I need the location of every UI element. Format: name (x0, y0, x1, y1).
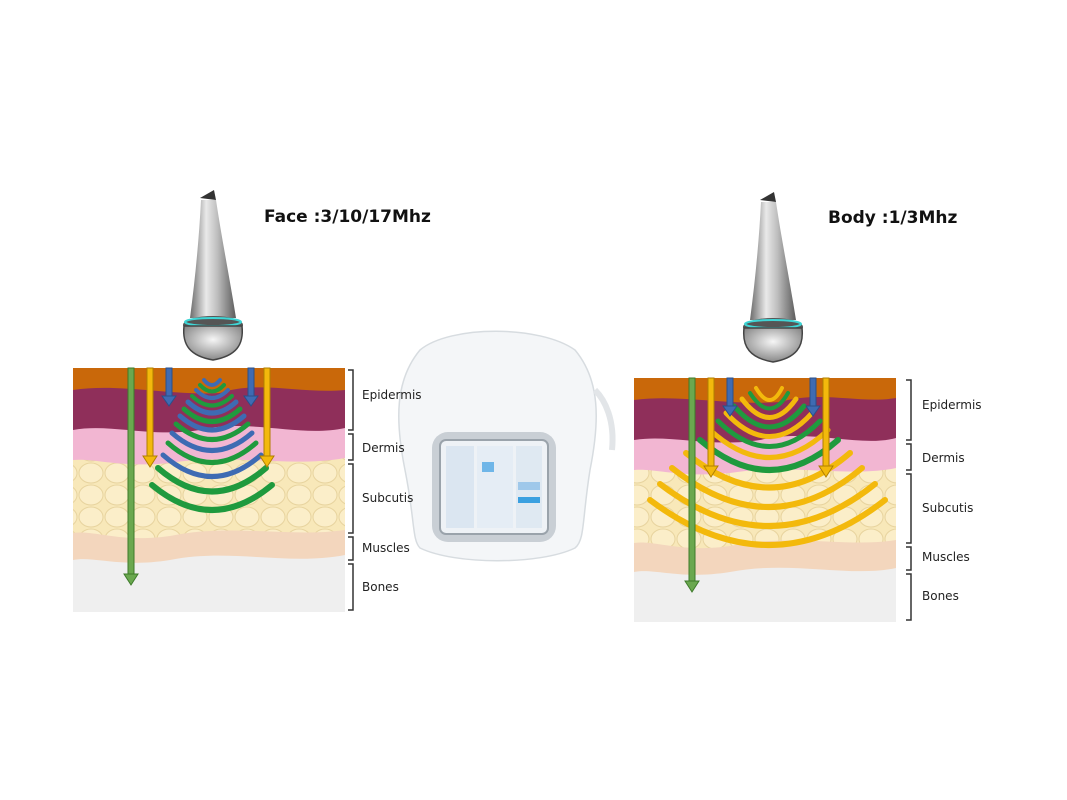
face-label-bones: Bones (362, 580, 399, 594)
body-label-muscles: Muscles (922, 550, 970, 564)
face-label-muscles: Muscles (362, 541, 410, 555)
dermis-light-layer (73, 426, 345, 467)
muscles-layer (634, 540, 896, 575)
arrow-down-icon (243, 367, 259, 407)
body-label-subcutis: Subcutis (922, 501, 974, 515)
face-ultrasound-waves (149, 378, 275, 513)
face-label-dermis: Dermis (362, 441, 405, 455)
device-machine-icon (398, 330, 616, 562)
arrow-down-icon (123, 367, 139, 586)
ultrasound-probe-icon (742, 192, 804, 363)
face-label-epidermis: Epidermis (362, 388, 422, 402)
face-label-subcutis: Subcutis (362, 491, 414, 505)
body-layer-brackets (906, 379, 912, 621)
face-frequency-title: Face :3/10/17Mhz (264, 207, 431, 227)
arrow-down-icon (161, 367, 177, 407)
arrow-down-icon (818, 377, 834, 478)
face-layer-brackets (348, 369, 354, 611)
arrow-down-icon (684, 377, 700, 593)
body-label-dermis: Dermis (922, 451, 965, 465)
arrow-down-icon (722, 377, 738, 417)
ultrasound-probe-icon (182, 190, 244, 361)
arrow-down-icon (805, 377, 821, 417)
dermis-dark-layer (634, 396, 896, 445)
body-label-epidermis: Epidermis (922, 398, 982, 412)
arrow-down-icon (703, 377, 719, 478)
body-frequency-title: Body :1/3Mhz (828, 208, 958, 228)
arrow-down-icon (142, 367, 158, 468)
muscles-layer (73, 530, 345, 563)
subcutis-layer (73, 458, 345, 541)
arrow-down-icon (259, 367, 275, 468)
body-label-bones: Bones (922, 589, 959, 603)
